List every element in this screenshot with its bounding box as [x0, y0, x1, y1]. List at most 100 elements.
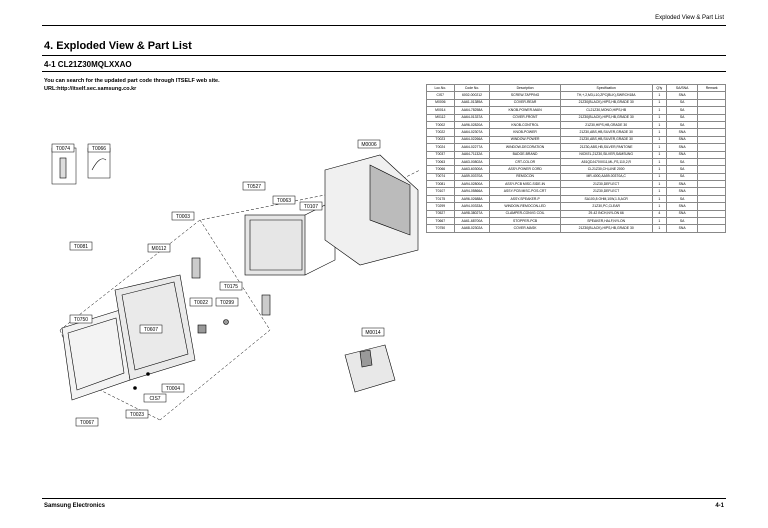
table-cell: ASSY-PCB MISC-SIDE-IN [489, 180, 561, 189]
page-header: Exploded View & Part List [655, 15, 724, 21]
table-cell: REMOCON [489, 172, 561, 182]
callout-box [75, 417, 99, 427]
table-cell: T0066 [426, 165, 455, 174]
callout-box [299, 201, 323, 211]
table-cell: 1 [651, 217, 667, 226]
callout-box [69, 314, 93, 324]
table-cell: 1 [651, 128, 667, 137]
table-cell [697, 120, 726, 130]
subtitle-rule [42, 71, 726, 72]
table-cell: CL21Z30,MONO,HIPS,HB [559, 106, 653, 115]
table-cell: SNA [665, 91, 699, 100]
table-cell: KNOB-POWER-MAIN [489, 106, 561, 115]
table-cell: STOPPER-PCB [489, 217, 561, 226]
table-cell [697, 165, 726, 174]
table-cell [697, 143, 726, 152]
col-code-no: Code No. [453, 83, 491, 93]
col-description: Description [489, 83, 561, 93]
table-cell: 1 [651, 194, 667, 204]
table-cell: ASSY-POWER CORD [489, 165, 561, 174]
table-cell: T0063 [426, 157, 455, 167]
section-subtitle: 4-1 CL21Z30MQLXXAO [44, 60, 132, 69]
table-cell: AA64-01337A [453, 113, 491, 122]
callout-label: CIS7 [149, 396, 160, 402]
table-cell: A51QDJ470X011,ML,FS,110,2,R [559, 157, 653, 167]
callout-label: T0299 [220, 300, 234, 306]
table-cell: SNA [665, 135, 699, 145]
footer-page-number: 4-1 [715, 503, 724, 509]
table-cell: 21Z30,DEFLECT [559, 187, 653, 196]
table-cell: T0667 [426, 217, 455, 226]
table-cell: SA [665, 172, 699, 182]
table-cell: M0014 [426, 106, 455, 115]
table-cell: AA94-02800A [453, 180, 491, 189]
table-cell: 21Z30,ABS,HB,SILVER,PANTONE [559, 143, 653, 152]
table-cell: AA64-78258A [453, 106, 491, 115]
callout-label: T0004 [166, 386, 180, 392]
callout-box [219, 281, 243, 291]
table-cell: MR-4000,AA59-00370A,C [559, 172, 653, 182]
table-cell: SA [665, 157, 699, 167]
table-cell: T0037 [426, 150, 455, 159]
table-cell: SNA [665, 209, 699, 219]
callout-label: M0014 [365, 330, 381, 336]
callout-label: T0081 [74, 244, 88, 250]
table-cell: ASSY-PCB MISC-POS-CRT [489, 187, 561, 196]
table-cell: 1 [651, 187, 667, 196]
table-cell: 21Z30,DEFLECT [559, 180, 653, 189]
callout-label: T0066 [92, 146, 106, 152]
table-cell: SA100,8 OHM,10W,1.5,ACR [559, 194, 653, 204]
footer-company: Samsung Electronics [44, 503, 106, 509]
table-cell: 21Z30,ABS,HB,SILVER,GRADE 30 [559, 128, 653, 137]
callout-label: T0023 [130, 412, 144, 418]
title-rule [42, 55, 726, 56]
table-cell: 1 [651, 224, 667, 233]
table-cell: 1 [651, 91, 667, 100]
table-cell: KNOB-POWER [489, 128, 561, 137]
table-cell [697, 113, 726, 122]
table-cell: 21Z30(BLACK),HIPS,HB,GRADE 30 [559, 98, 653, 108]
table-cell: 1 [651, 165, 667, 174]
table-cell: 21Z30,HIPS,HB,GRADE 30 [559, 120, 653, 130]
callout-box [69, 241, 93, 251]
table-cell: NICKEL,21Z30,SILVER,SAMSUNG [559, 150, 653, 159]
table-cell: 1 [651, 98, 667, 108]
callout-box [161, 383, 185, 393]
parts-table: Loc.No. Code No. Description Specificati… [426, 83, 726, 233]
table-cell: 1 [651, 113, 667, 122]
table-cell: SNA [665, 224, 699, 233]
table-cell: 4 [651, 209, 667, 219]
table-cell: T0002 [426, 120, 455, 130]
table-cell: AA64-02307A [453, 128, 491, 137]
table-cell: AA63-60300A [453, 165, 491, 174]
callout-box [357, 139, 381, 149]
callout-box [125, 409, 149, 419]
table-cell [697, 157, 726, 167]
table-cell: 21Z30(BLACK),HIPS,HB,GRADE 30 [559, 113, 653, 122]
table-cell: AA94-05866A [453, 187, 491, 196]
table-cell: ASSY-SPEAKER-P [489, 194, 561, 204]
table-cell: CL21Z30,CH,LINE 2000 [559, 165, 653, 174]
callout-box [147, 243, 171, 253]
table-cell [697, 224, 726, 233]
table-cell: 1 [651, 120, 667, 130]
callout-label: T0022 [194, 300, 208, 306]
table-cell: WINDOW-REMOCON-LED [489, 202, 561, 211]
table-cell: M0112 [426, 113, 455, 122]
table-header-row: Loc.No. Code No. Description Specificati… [426, 83, 726, 93]
table-cell: T0074 [426, 172, 455, 182]
table-cell: AA61-68700A [453, 217, 491, 226]
callout-label: T0750 [74, 317, 88, 323]
table-cell: SNA [665, 150, 699, 159]
table-cell: T0024 [426, 143, 455, 152]
table-cell: SA [665, 217, 699, 226]
callout-label: T0063 [277, 198, 291, 204]
table-cell: T0527 [426, 209, 455, 219]
table-cell: 1 [651, 202, 667, 211]
table-cell: AA98-38027A [453, 209, 491, 219]
